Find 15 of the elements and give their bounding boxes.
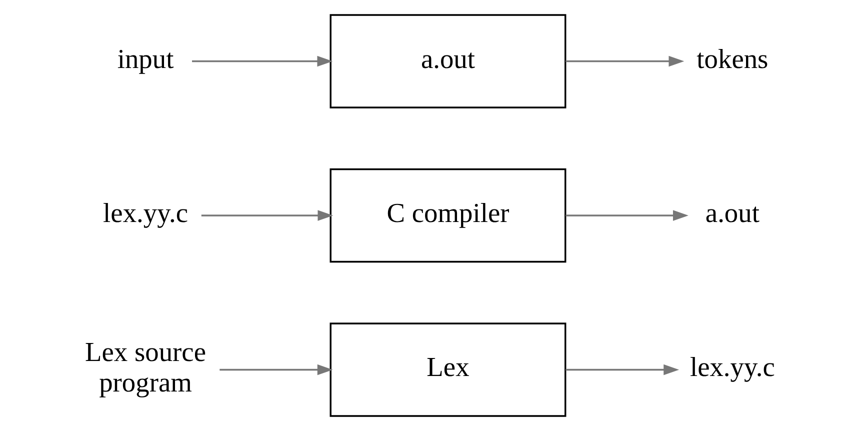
node-text: lex.yy.c <box>103 198 188 228</box>
node-text: lex.yy.c <box>690 352 775 382</box>
arrow <box>201 210 334 221</box>
node-box: a.out <box>330 14 566 108</box>
node-text: input <box>117 44 174 74</box>
arrow <box>192 56 333 67</box>
node-text: tokens <box>696 44 768 74</box>
arrow <box>220 364 333 376</box>
arrow <box>566 56 684 67</box>
node-text: a.out <box>705 198 760 228</box>
arrow <box>566 364 680 376</box>
node-box: Lex <box>330 322 566 417</box>
arrow <box>566 210 688 221</box>
node-box: C compiler <box>330 168 566 263</box>
node-text: Lex source program <box>85 336 206 398</box>
